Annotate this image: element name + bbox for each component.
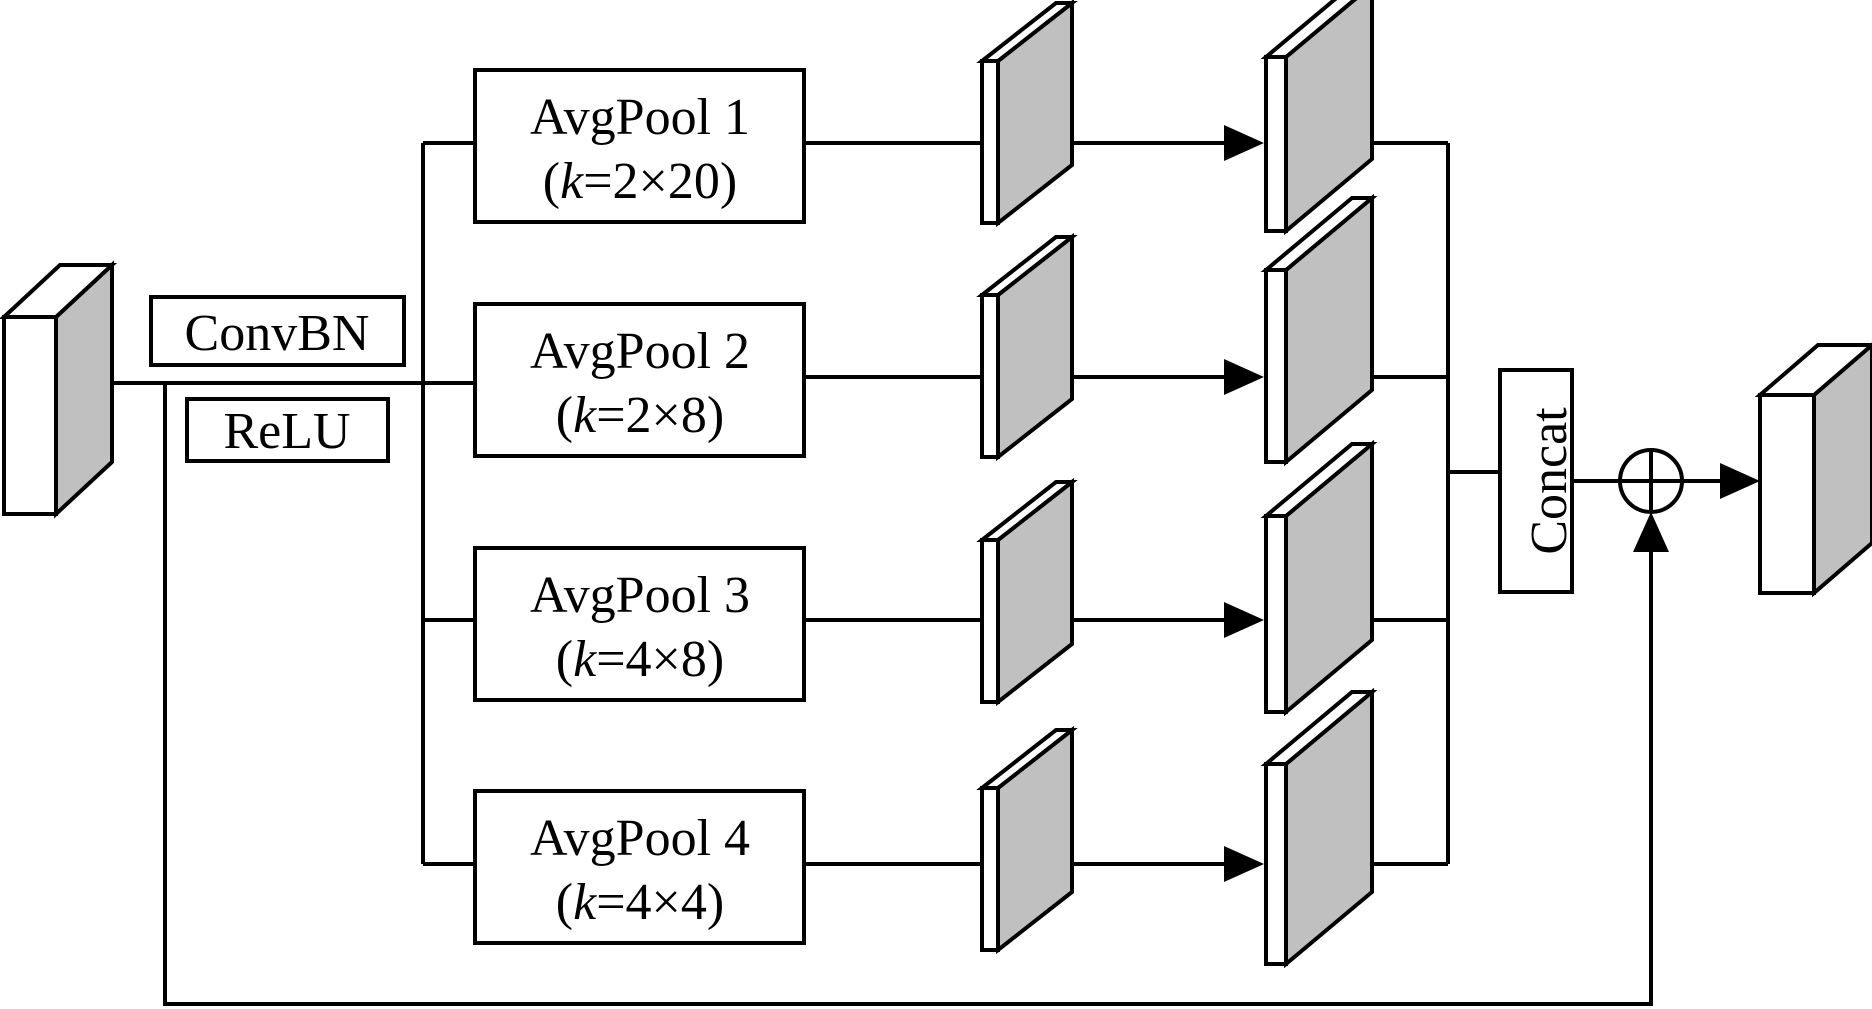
pooled-feature-block-2 bbox=[976, 232, 1078, 462]
avgpool-name-2: AvgPool 2 bbox=[530, 323, 750, 380]
avgpool-kernel-4: (k=4×4) bbox=[556, 874, 724, 931]
branch-arrow-head bbox=[1224, 602, 1264, 638]
paren-open: ( bbox=[556, 631, 573, 688]
block-side bbox=[996, 725, 1074, 955]
paren-close: ) bbox=[720, 153, 737, 210]
kernel-var: k bbox=[573, 874, 597, 931]
avgpool-box-1 bbox=[473, 68, 806, 224]
block-side bbox=[996, 0, 1074, 228]
kernel-value: =2×8 bbox=[596, 387, 707, 444]
concat-box bbox=[1498, 368, 1574, 594]
blocks bbox=[0, 0, 1872, 969]
branch-arrow-head bbox=[1224, 846, 1264, 882]
block-front bbox=[980, 59, 1000, 225]
pooled-feature-block-1 bbox=[976, 0, 1078, 228]
block-front bbox=[1264, 762, 1288, 966]
upsampled-feature-block-3 bbox=[1260, 439, 1378, 717]
block-front bbox=[980, 538, 1000, 704]
paren-close: ) bbox=[707, 631, 724, 688]
branch-arrow-head bbox=[1224, 125, 1264, 161]
avgpool-kernel-2: (k=2×8) bbox=[556, 387, 724, 444]
relu-box bbox=[185, 397, 390, 463]
block-front bbox=[980, 293, 1000, 459]
avgpool-name-1: AvgPool 1 bbox=[530, 89, 750, 146]
block-side bbox=[1284, 687, 1374, 969]
kernel-var: k bbox=[573, 631, 597, 688]
kernel-value: =4×8 bbox=[596, 631, 707, 688]
upsampled-feature-block-2 bbox=[1260, 193, 1378, 467]
block-front bbox=[1758, 393, 1816, 595]
avgpool-kernel-1: (k=2×20) bbox=[543, 153, 737, 210]
block-front bbox=[1264, 55, 1288, 233]
block-front bbox=[1264, 268, 1288, 464]
kernel-value: =2×20 bbox=[583, 153, 720, 210]
branch-arrow-head bbox=[1224, 359, 1264, 395]
kernel-var: k bbox=[560, 153, 584, 210]
avgpool-name-3: AvgPool 3 bbox=[530, 567, 750, 624]
block-side bbox=[996, 232, 1074, 462]
block-front bbox=[2, 315, 58, 516]
block-side bbox=[996, 477, 1074, 707]
kernel-value: =4×4 bbox=[596, 874, 707, 931]
upsampled-feature-block-1 bbox=[1260, 0, 1374, 236]
paren-close: ) bbox=[707, 874, 724, 931]
block-side bbox=[1284, 193, 1374, 467]
paren-open: ( bbox=[543, 153, 560, 210]
block-front bbox=[1264, 514, 1288, 714]
output-feature-block bbox=[1754, 342, 1872, 598]
avgpool-kernel-3: (k=4×8) bbox=[556, 631, 724, 688]
avgpool-name-4: AvgPool 4 bbox=[530, 810, 750, 867]
convbn-box bbox=[149, 295, 406, 367]
concat-label: Concat bbox=[1521, 407, 1578, 555]
avgpool-box-2 bbox=[473, 302, 806, 458]
pooled-feature-block-4 bbox=[976, 725, 1078, 955]
residual-arrow-head bbox=[1633, 512, 1669, 552]
upsampled-feature-block-4 bbox=[1260, 687, 1378, 969]
relu-label: ReLU bbox=[223, 403, 350, 460]
kernel-var: k bbox=[573, 387, 597, 444]
sum-arrow-head bbox=[1720, 463, 1760, 499]
block-front bbox=[980, 786, 1000, 952]
input-feature-block bbox=[0, 260, 118, 519]
pooled-feature-block-3 bbox=[976, 477, 1078, 707]
connector-lines bbox=[112, 125, 1760, 1006]
avgpool-box-4 bbox=[473, 789, 806, 945]
residual-line bbox=[163, 383, 1653, 1006]
avgpool-box-3 bbox=[473, 546, 806, 702]
convbn-label: ConvBN bbox=[185, 305, 370, 362]
paren-open: ( bbox=[556, 387, 573, 444]
paren-close: ) bbox=[707, 387, 724, 444]
block-side bbox=[1284, 439, 1374, 717]
paren-open: ( bbox=[556, 874, 573, 931]
